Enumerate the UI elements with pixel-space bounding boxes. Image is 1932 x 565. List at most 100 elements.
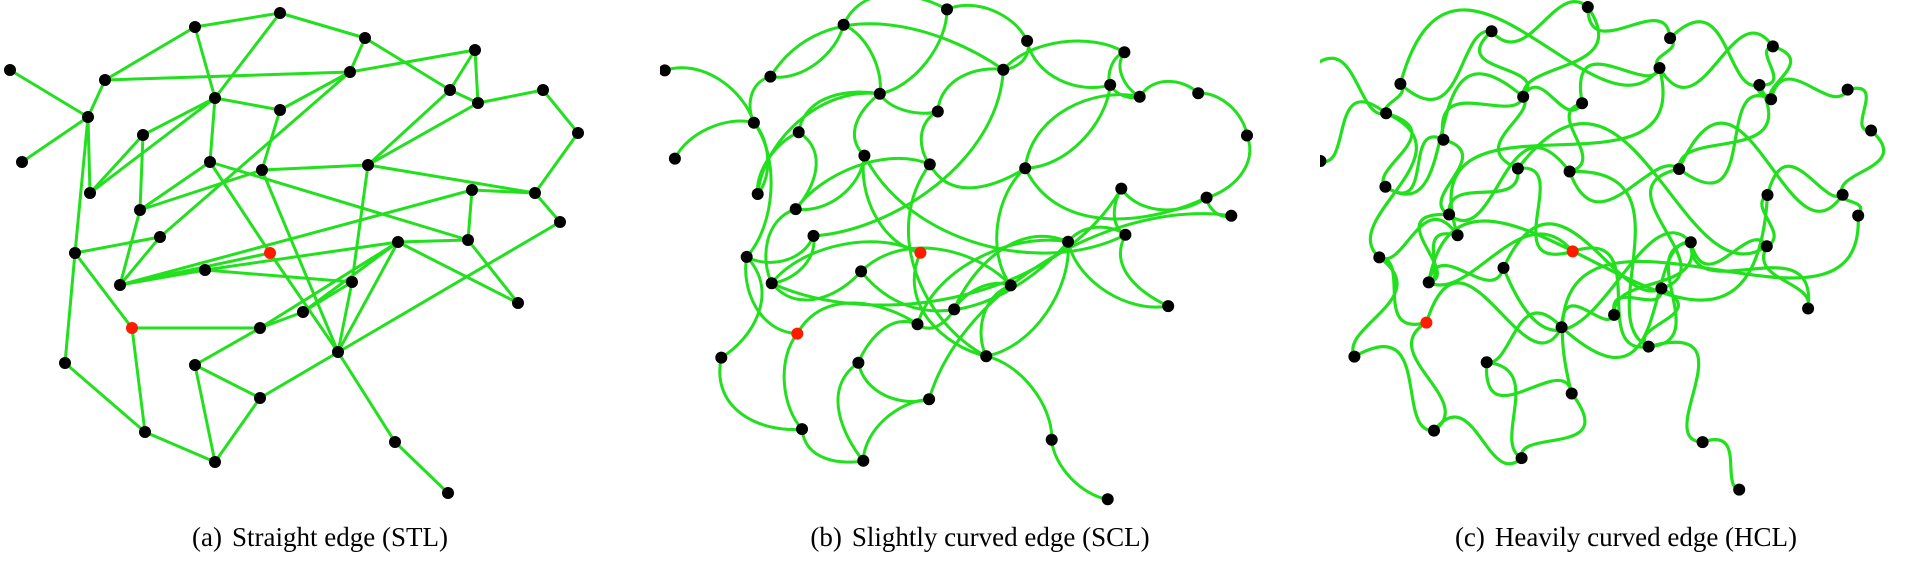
graph-edge xyxy=(86,115,92,195)
graph-node xyxy=(931,105,944,118)
graph-edge xyxy=(473,48,480,105)
graph-edge xyxy=(1398,8,1662,87)
graph-edge xyxy=(448,48,477,92)
graph-node xyxy=(997,63,1010,76)
graph-edge xyxy=(466,238,520,305)
graph-edge xyxy=(745,234,815,264)
graph-node xyxy=(1511,162,1524,175)
graph-node xyxy=(512,297,524,309)
graph-edge xyxy=(1501,231,1693,332)
graph-edge xyxy=(268,251,340,354)
graph-node xyxy=(256,164,268,176)
graph-node xyxy=(873,87,886,100)
graph-node xyxy=(254,392,266,404)
graph-node xyxy=(1563,165,1576,178)
graph-node xyxy=(1200,191,1213,204)
graph-node xyxy=(1104,78,1117,91)
graph-edge xyxy=(118,208,142,287)
graph-node xyxy=(715,351,728,364)
graph-edge xyxy=(1410,321,1447,433)
graph-node xyxy=(1841,83,1854,96)
graph-edge xyxy=(1427,193,1770,302)
node-layer xyxy=(4,7,584,499)
graph-edge xyxy=(301,280,354,314)
graph-edge xyxy=(1571,246,1651,349)
graph-edge xyxy=(936,67,1005,113)
graph-node xyxy=(389,436,401,448)
graph-node xyxy=(1581,1,1594,13)
graph-edge xyxy=(20,115,90,164)
graph-edge xyxy=(1023,166,1209,221)
graph-node xyxy=(855,265,868,278)
highlighted-graph-node xyxy=(791,327,804,340)
caption-b: (b)Slightly curved edge (SCL) xyxy=(660,522,1300,553)
graph-edge xyxy=(1432,415,1524,466)
graph-edge xyxy=(348,36,367,74)
graph-edge xyxy=(258,220,562,400)
graph-edge xyxy=(533,131,580,195)
graph-edge xyxy=(348,48,477,74)
graph-edge xyxy=(258,240,400,330)
graph-edge xyxy=(795,301,919,336)
graph-edge xyxy=(745,121,773,259)
graph-edge xyxy=(768,22,1005,79)
graph-node xyxy=(134,204,146,216)
graph-edge xyxy=(130,326,147,434)
graph-edge xyxy=(350,163,370,284)
graph-edge xyxy=(1138,80,1200,99)
graph-node xyxy=(1225,209,1238,222)
graph-edge xyxy=(260,168,340,354)
graph-node xyxy=(442,487,454,499)
graph-node xyxy=(362,159,374,171)
graph-edge xyxy=(1642,286,1680,349)
graph-node xyxy=(1045,433,1058,446)
graph-node xyxy=(796,423,808,436)
graph-edge xyxy=(1023,93,1142,170)
graph-edge xyxy=(208,96,217,164)
graph-edge xyxy=(143,430,217,464)
graph-edge xyxy=(138,133,145,212)
graph-edge xyxy=(1765,164,1845,199)
caption-letter: (b) xyxy=(810,522,842,552)
graph-edge xyxy=(861,397,931,463)
graph-edge xyxy=(744,255,799,336)
graph-edge xyxy=(812,68,1005,238)
graph-node xyxy=(1320,155,1327,167)
graph-edge xyxy=(861,154,922,255)
graph-edge xyxy=(118,188,474,287)
graph-node xyxy=(1653,62,1666,74)
graph-edge xyxy=(260,163,370,172)
graph-node xyxy=(858,149,871,162)
graph-node xyxy=(529,187,541,199)
graph-edge xyxy=(842,23,882,96)
graph-node xyxy=(911,318,924,331)
graph-edge xyxy=(1519,391,1587,460)
graph-edge xyxy=(1427,263,1506,284)
graph-edge xyxy=(1760,193,1776,248)
graph-node xyxy=(199,264,211,276)
caption-a: (a)Straight edge (STL) xyxy=(0,522,640,553)
graph-edge xyxy=(756,130,801,196)
graph-node xyxy=(1664,32,1677,45)
graph-node xyxy=(1021,34,1034,47)
graph-edge xyxy=(770,269,863,302)
graph-edge xyxy=(1668,20,1761,88)
graph-node xyxy=(1101,493,1114,506)
graph-node xyxy=(1119,228,1132,241)
graph-node xyxy=(1380,107,1393,120)
graph-node xyxy=(1192,87,1205,100)
graph-node xyxy=(1004,279,1017,292)
graph-node xyxy=(4,64,16,76)
graph-edge xyxy=(466,188,474,242)
graph-edge xyxy=(1689,238,1769,266)
graph-edge xyxy=(278,70,352,112)
graph-node xyxy=(59,357,71,369)
graph-edge xyxy=(213,396,262,464)
graph-node xyxy=(537,84,549,96)
graph-edge xyxy=(1383,135,1445,195)
graph-edge xyxy=(927,212,1233,401)
graph-node xyxy=(204,156,216,168)
graph-node xyxy=(82,111,94,123)
graph-edge xyxy=(1440,95,1525,142)
caption-c: (c)Heavily curved edge (HCL) xyxy=(1320,522,1932,553)
